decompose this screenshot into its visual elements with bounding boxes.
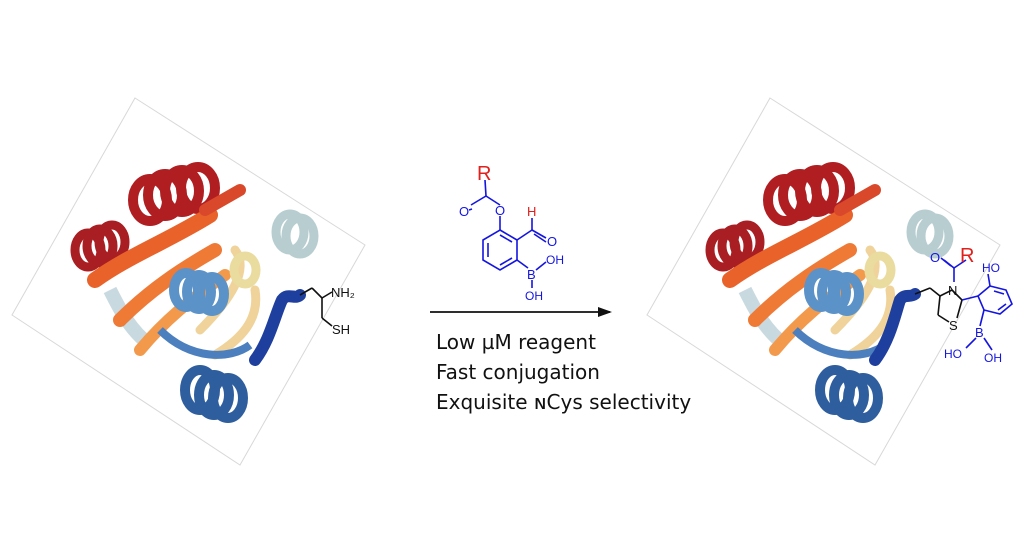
reagent-r-group: R xyxy=(477,163,491,185)
product-n-terminal-strand xyxy=(869,288,921,366)
product-ring-s: S xyxy=(949,318,958,333)
red-helix-large xyxy=(128,162,220,226)
product-red-helix-small xyxy=(705,220,765,272)
n-terminal-strand xyxy=(249,289,306,366)
reagent-aldehyde-oxygen: O xyxy=(547,234,557,249)
product-r-group: R xyxy=(960,245,974,267)
pale-helix xyxy=(271,209,319,259)
blue-loop xyxy=(157,327,253,359)
reagent-oh-1: OH xyxy=(546,253,564,267)
yellow-loops xyxy=(195,245,261,360)
ester-carbonyl-bond xyxy=(468,208,473,211)
reagent-oh-2: OH xyxy=(525,289,543,303)
reagent-boron: B xyxy=(527,267,536,282)
product-blue-helix-center xyxy=(804,268,864,316)
reagent-structure xyxy=(470,179,547,288)
product-blue-fragment xyxy=(940,257,1013,351)
product-yellow-loops xyxy=(830,245,896,360)
product-frame xyxy=(646,97,1001,466)
product-phenol: HO xyxy=(982,261,1000,275)
product-red-helix-large xyxy=(763,162,855,226)
product-protein xyxy=(646,97,1001,466)
condition-concentration: Low µM reagent xyxy=(436,330,596,354)
product-oh-1: HO xyxy=(944,347,962,361)
reagent-ester-oxygen: O xyxy=(495,203,505,218)
thiol-label: SH xyxy=(332,322,350,337)
red-helix-small xyxy=(70,220,130,272)
condition-speed: Fast conjugation xyxy=(436,360,600,384)
product-blue-helix-bottom xyxy=(815,365,883,423)
blue-helix-center xyxy=(169,268,229,316)
product-pale-helix xyxy=(906,209,954,259)
cysteine-residue xyxy=(299,287,333,327)
amine-label: NH₂ xyxy=(331,285,355,300)
product-benzene-ring xyxy=(977,285,1013,315)
protein-frame xyxy=(11,97,366,466)
product-boron: B xyxy=(975,325,984,340)
reagent-aldehyde-h: H xyxy=(527,204,536,219)
starting-protein: NH₂ SH xyxy=(11,97,366,466)
blue-helix-bottom xyxy=(180,365,248,423)
product-oh-2: OH xyxy=(984,351,1002,365)
thiazolidine-ring xyxy=(914,287,963,323)
product-carbonyl-oxygen: O xyxy=(930,250,940,265)
condition-selectivity: Exquisite ɴCys selectivity xyxy=(436,390,692,414)
reagent-carbonyl-oxygen: O xyxy=(459,204,469,219)
product-ring-n: N xyxy=(948,283,957,298)
